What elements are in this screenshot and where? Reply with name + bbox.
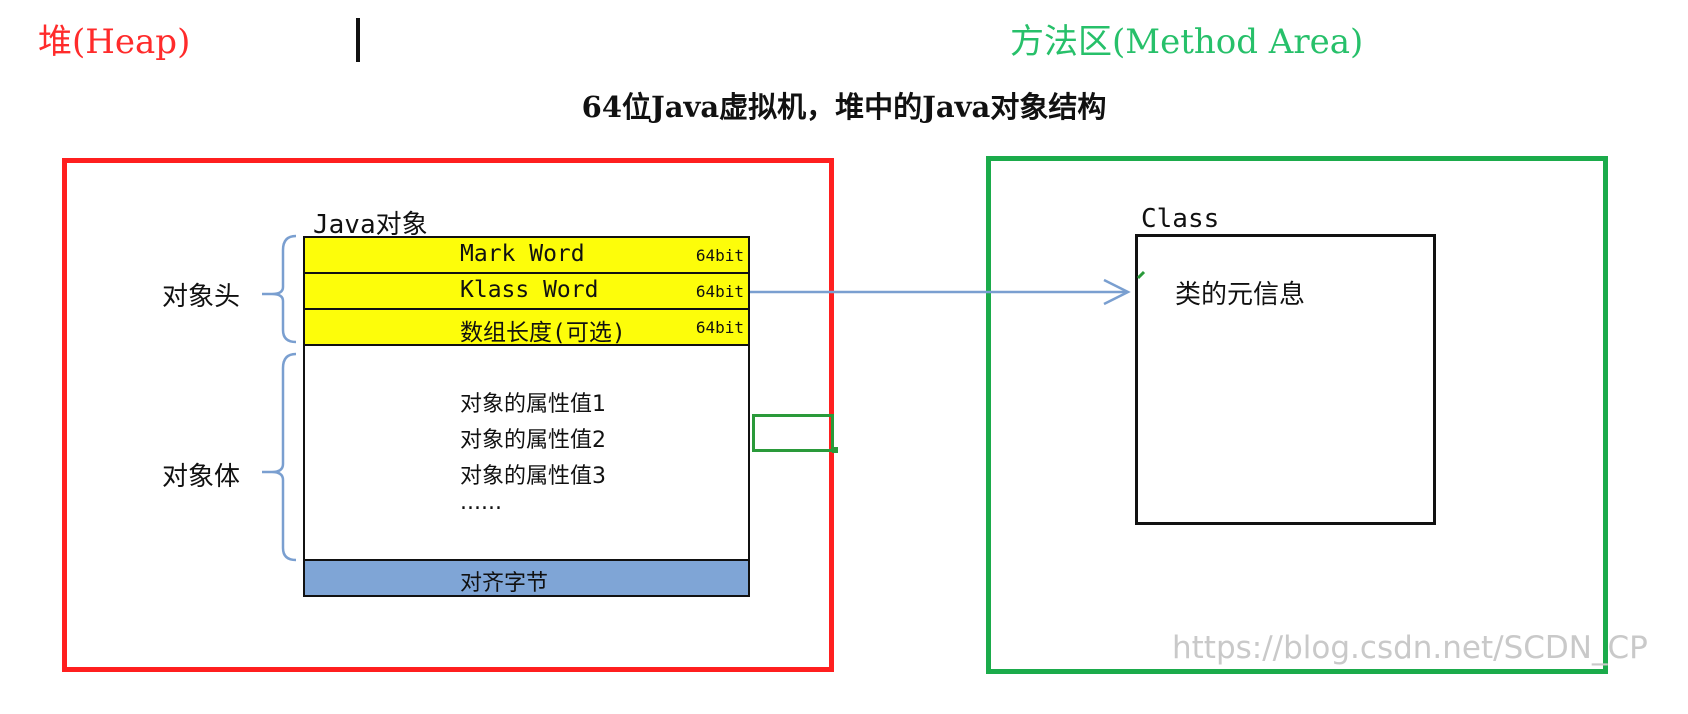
reference-link-box [752, 414, 834, 452]
mark-word-row: Mark Word 64bit [305, 238, 748, 274]
klass-word-label: Klass Word [460, 277, 599, 303]
watermark: https://blog.csdn.net/SCDN_CP [1172, 630, 1648, 666]
array-length-bits: 64bit [695, 318, 744, 337]
mark-word-bits: 64bit [695, 246, 744, 265]
padding-row: 对齐字节 [305, 559, 748, 596]
text-cursor [356, 18, 360, 62]
green-mark [1136, 270, 1146, 280]
diagram-title: 64位Java虚拟机，堆中的Java对象结构 [581, 90, 1107, 124]
heap-label: 堆(Heap) [38, 22, 191, 62]
attribute-value-2: 对象的属性值2 [460, 428, 606, 453]
klass-word-bits: 64bit [695, 282, 744, 301]
mark-word-label: Mark Word [460, 241, 585, 267]
klass-word-row: Klass Word 64bit [305, 274, 748, 310]
method-area-label: 方法区(Method Area) [1010, 22, 1364, 62]
class-title: Class [1141, 204, 1220, 234]
class-metadata-text: 类的元信息 [1175, 280, 1306, 310]
link-box-handle [832, 447, 838, 453]
klass-pointer-arrowhead [1103, 278, 1131, 306]
java-object-title: Java对象 [313, 210, 428, 240]
java-object-box: Mark Word 64bit Klass Word 64bit 数组长度(可选… [303, 236, 750, 597]
method-area-region [986, 156, 1608, 674]
class-box [1135, 234, 1436, 525]
object-header-label: 对象头 [162, 282, 241, 312]
object-body-label: 对象体 [162, 462, 241, 492]
array-length-label: 数组长度(可选) [460, 320, 626, 346]
attribute-value-1: 对象的属性值1 [460, 392, 606, 417]
array-length-row: 数组长度(可选) 64bit [305, 310, 748, 346]
padding-label: 对齐字节 [460, 571, 549, 596]
object-body-brace [271, 352, 297, 562]
attribute-value-3: 对象的属性值3 [460, 464, 606, 489]
attribute-ellipsis: ...... [460, 490, 502, 515]
object-header-brace [271, 234, 297, 344]
